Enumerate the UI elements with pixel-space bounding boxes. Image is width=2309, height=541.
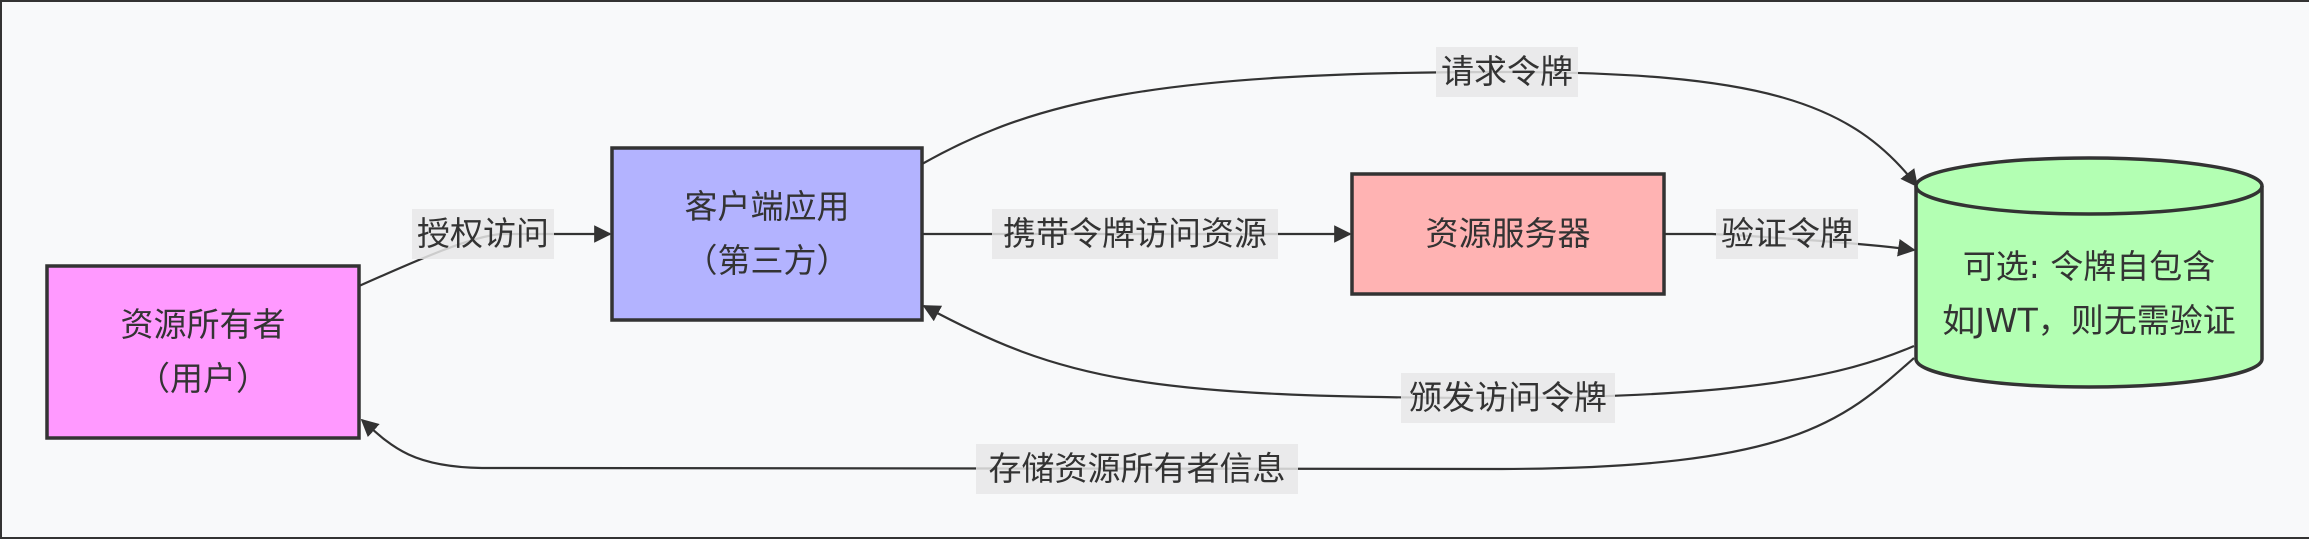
- node-auth-server-line2: 如JWT，则无需验证: [1942, 301, 2236, 340]
- node-client-app-line1: 客户端应用: [685, 187, 850, 226]
- node-resource-server[interactable]: 资源服务器: [1350, 172, 1666, 296]
- node-resource-owner-line2: （用户）: [137, 359, 269, 398]
- edge-label-verify-token: 验证令牌: [1716, 209, 1858, 259]
- node-auth-server-line1: 可选: 令牌自包含: [1963, 247, 2216, 286]
- edge-label-store-owner-info: 存储资源所有者信息: [976, 444, 1298, 494]
- edge-label-request-token-text: 请求令牌: [1441, 52, 1573, 91]
- edge-label-issue-token: 颁发访问令牌: [1401, 373, 1615, 423]
- edge-label-carry-token-text: 携带令牌访问资源: [1003, 214, 1267, 253]
- node-resource-owner[interactable]: 资源所有者 （用户）: [45, 264, 361, 440]
- node-resource-server-label: 资源服务器: [1426, 214, 1591, 253]
- node-resource-owner-line1: 资源所有者: [121, 305, 286, 344]
- node-auth-server-cylinder[interactable]: 可选: 令牌自包含 如JWT，则无需验证: [1914, 156, 2264, 389]
- edge-label-issue-token-text: 颁发访问令牌: [1409, 378, 1607, 417]
- edge-label-carry-token: 携带令牌访问资源: [992, 209, 1278, 259]
- node-client-app[interactable]: 客户端应用 （第三方）: [610, 146, 924, 322]
- edge-label-authorize: 授权访问: [412, 209, 554, 259]
- edge-label-store-owner-info-text: 存储资源所有者信息: [989, 449, 1286, 488]
- edge-client-to-auth-server: [921, 70, 1919, 188]
- edge-label-request-token: 请求令牌: [1436, 47, 1578, 97]
- edge-label-authorize-text: 授权访问: [417, 214, 549, 253]
- node-client-app-line2: （第三方）: [685, 241, 850, 280]
- edge-label-verify-token-text: 验证令牌: [1721, 214, 1853, 253]
